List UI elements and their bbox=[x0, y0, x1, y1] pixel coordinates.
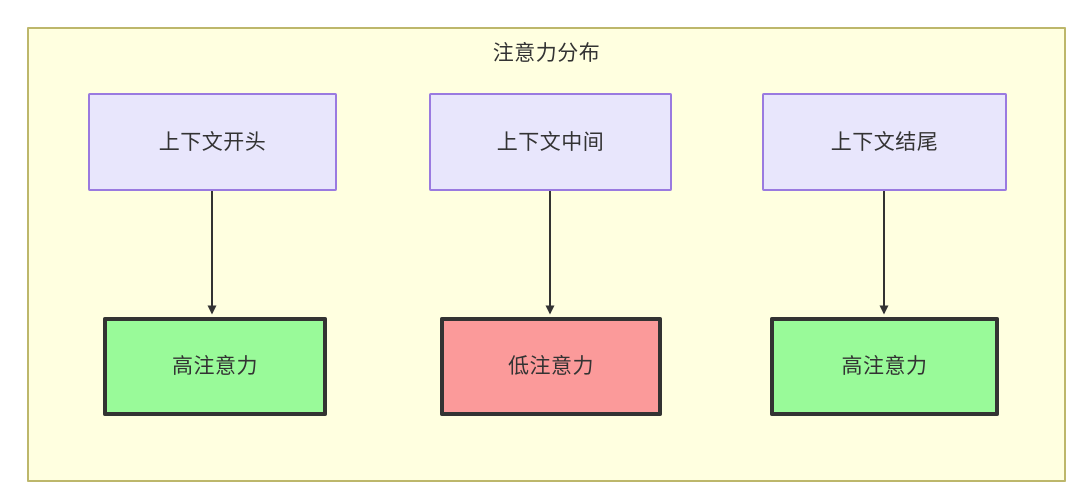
node-context-middle[interactable]: 上下文中间 bbox=[429, 93, 672, 191]
node-context-end-label: 上下文结尾 bbox=[830, 130, 939, 154]
node-context-middle-label: 上下文中间 bbox=[496, 130, 605, 154]
node-attention-middle-label: 低注意力 bbox=[508, 355, 594, 378]
node-attention-end-label: 高注意力 bbox=[841, 355, 928, 378]
subgraph-title: 注意力分布 bbox=[492, 42, 601, 65]
node-attention-start-label: 高注意力 bbox=[172, 355, 258, 378]
node-attention-start[interactable]: 高注意力 bbox=[103, 317, 327, 416]
node-context-start-label: 上下文开头 bbox=[158, 130, 267, 154]
node-context-end[interactable]: 上下文结尾 bbox=[762, 93, 1007, 191]
node-attention-middle[interactable]: 低注意力 bbox=[440, 317, 662, 416]
node-attention-end[interactable]: 高注意力 bbox=[770, 317, 999, 416]
node-context-start[interactable]: 上下文开头 bbox=[88, 93, 337, 191]
